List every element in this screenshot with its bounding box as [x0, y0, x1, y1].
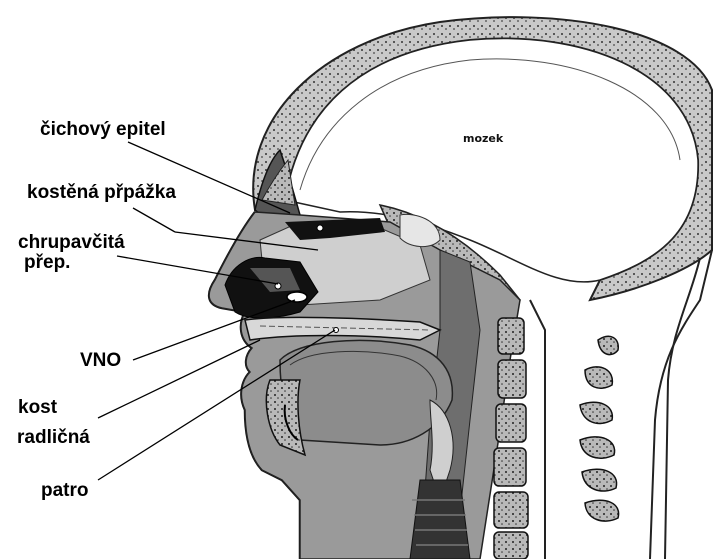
label-cartilage-septum-2: přep.	[24, 253, 70, 273]
spinous-processes	[580, 336, 619, 521]
label-bony-septum: kostěná přpážka	[27, 183, 176, 203]
vno-organ	[287, 292, 307, 302]
tongue	[280, 340, 452, 445]
label-vno: VNO	[80, 351, 121, 371]
label-olfactory-epithelium: čichový epitel	[40, 120, 166, 140]
label-vomer-2: radličná	[17, 428, 90, 448]
neck-skin	[650, 250, 712, 559]
trachea	[410, 480, 470, 559]
label-cartilage-septum-1: chrupavčitá	[18, 233, 125, 253]
label-brain: mozek	[463, 132, 503, 145]
label-palate: patro	[41, 481, 89, 501]
label-vomer-1: kost	[18, 398, 57, 418]
